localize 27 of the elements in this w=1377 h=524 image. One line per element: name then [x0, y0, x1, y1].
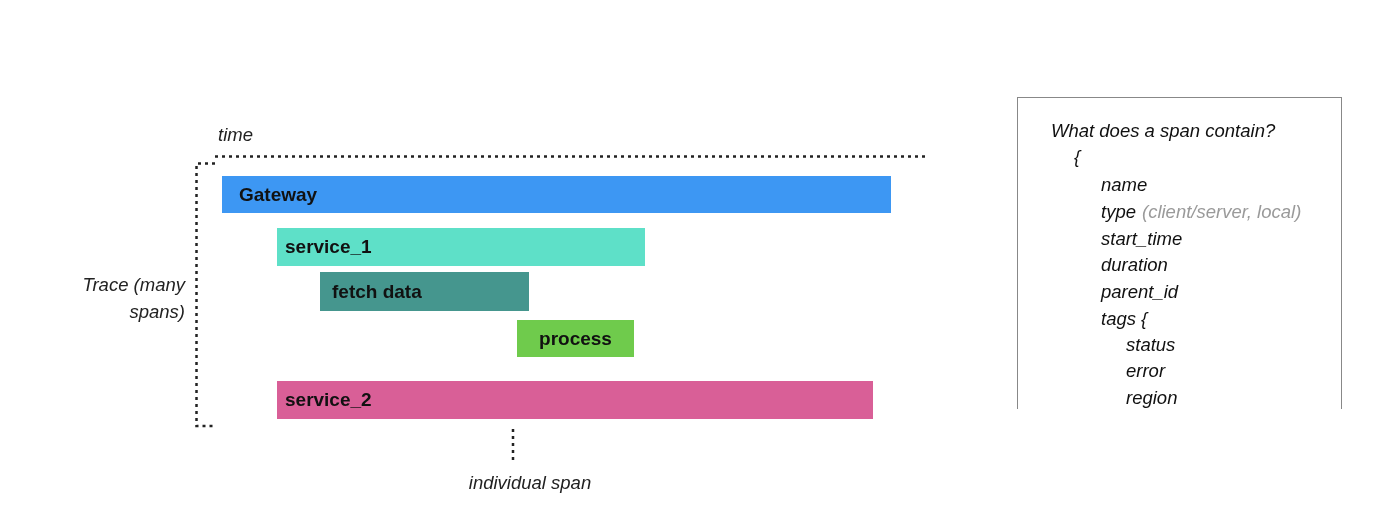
code-brace: { [1074, 146, 1081, 167]
span-name: service_2 [285, 389, 372, 411]
field-name: name [1101, 174, 1148, 195]
field-note: (client/server, local) [1141, 201, 1302, 222]
bracket-label: Trace (many spans) [81, 273, 185, 324]
span-name: service_1 [285, 236, 372, 258]
span-bar [517, 320, 634, 357]
field-name: duration [1101, 254, 1168, 275]
field-name: status [1126, 334, 1176, 355]
span-name: Gateway [239, 183, 318, 206]
field-name: type [1101, 201, 1136, 222]
span-name: process [539, 327, 612, 350]
span-bar [222, 176, 891, 213]
field-name: parent_id [1101, 281, 1179, 302]
callout-text: individual span [468, 472, 592, 493]
axis-label: time [218, 124, 253, 146]
code-card [1017, 97, 1342, 409]
field-name: start_time [1101, 228, 1183, 249]
span-name: fetch data [332, 280, 422, 303]
span-bar [277, 381, 873, 419]
card-heading: What does a span contain? [1051, 120, 1276, 141]
field-name: region [1126, 387, 1178, 408]
leader-line [511, 428, 515, 460]
span-bar [277, 228, 645, 266]
field-name: tags { [1101, 308, 1148, 329]
field-name: error [1126, 360, 1166, 381]
span-bar [320, 272, 529, 311]
